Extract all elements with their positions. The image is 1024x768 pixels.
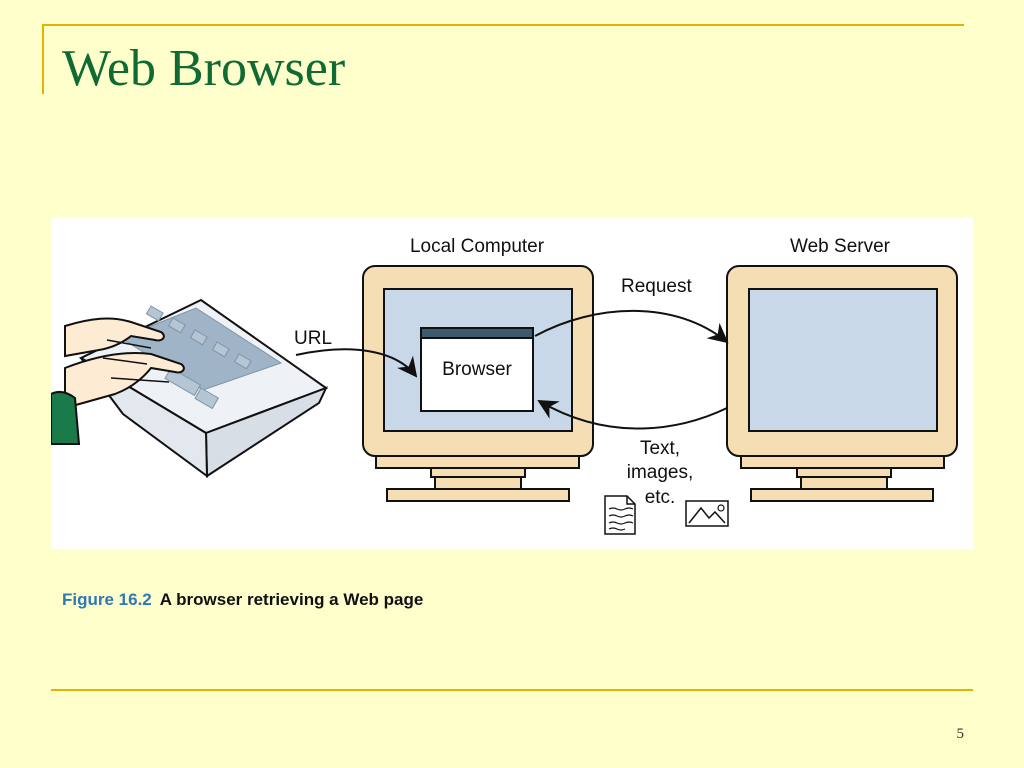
request-arrow — [534, 309, 729, 344]
request-label: Request — [621, 276, 692, 297]
local-computer-label: Local Computer — [410, 236, 545, 257]
page-number: 5 — [956, 726, 965, 742]
url-label: URL — [294, 328, 332, 349]
hands-illustration — [51, 317, 185, 445]
response-arrow — [537, 399, 728, 430]
response-label-line1: Text, — [640, 438, 680, 459]
response-label-line3: etc. — [645, 487, 676, 508]
browser-window — [420, 327, 534, 412]
figure-number: Figure 16.2 — [62, 590, 152, 609]
top-accent-rule — [42, 24, 964, 26]
slide-title: Web Browser — [62, 40, 346, 97]
web-server-label: Web Server — [790, 236, 891, 257]
image-icon — [685, 500, 729, 527]
left-accent-rule — [42, 24, 44, 94]
caption-text: A browser retrieving a Web page — [159, 590, 424, 609]
url-arrow — [295, 348, 418, 378]
figure-caption: Figure 16.2 A browser retrieving a Web pa… — [62, 590, 423, 610]
browser-label: Browser — [442, 359, 512, 380]
document-icon — [604, 495, 636, 535]
response-label-line2: images, — [627, 462, 694, 483]
sleeve-icon — [51, 390, 81, 445]
figure-panel: Local Computer Web Server URL Request Br… — [51, 218, 973, 549]
bottom-accent-rule — [51, 689, 973, 691]
web-server-monitor — [726, 265, 958, 502]
web-browser-diagram: Local Computer Web Server URL Request Br… — [51, 236, 958, 535]
